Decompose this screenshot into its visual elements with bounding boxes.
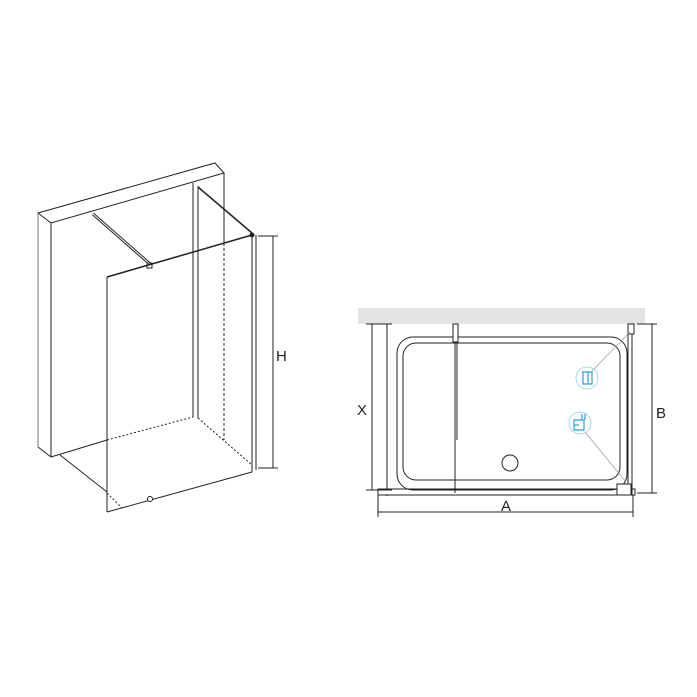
panel-width-label: X	[357, 402, 367, 419]
height-label: H	[276, 348, 287, 365]
depth-label: B	[656, 405, 666, 422]
shower-tray	[396, 336, 628, 491]
isometric-view: H	[36, 162, 287, 513]
plan-view: X B A	[357, 308, 666, 517]
detail-callouts	[568, 331, 631, 483]
width-label: A	[501, 498, 511, 515]
handle-icon	[147, 496, 153, 502]
floor-lines	[59, 416, 253, 509]
wall	[358, 308, 645, 324]
wall-block	[36, 162, 225, 458]
height-dimension	[258, 235, 278, 469]
side-panel	[616, 323, 635, 496]
front-glass-panel	[106, 232, 257, 513]
drain-icon	[501, 454, 519, 472]
support-bar	[92, 212, 153, 269]
wall-profile-detail-icon	[575, 366, 599, 390]
fixed-back-panel	[192, 183, 253, 418]
dimension-lines	[366, 323, 657, 517]
corner-profile-detail-icon	[568, 411, 592, 435]
fixed-panel	[452, 323, 459, 493]
